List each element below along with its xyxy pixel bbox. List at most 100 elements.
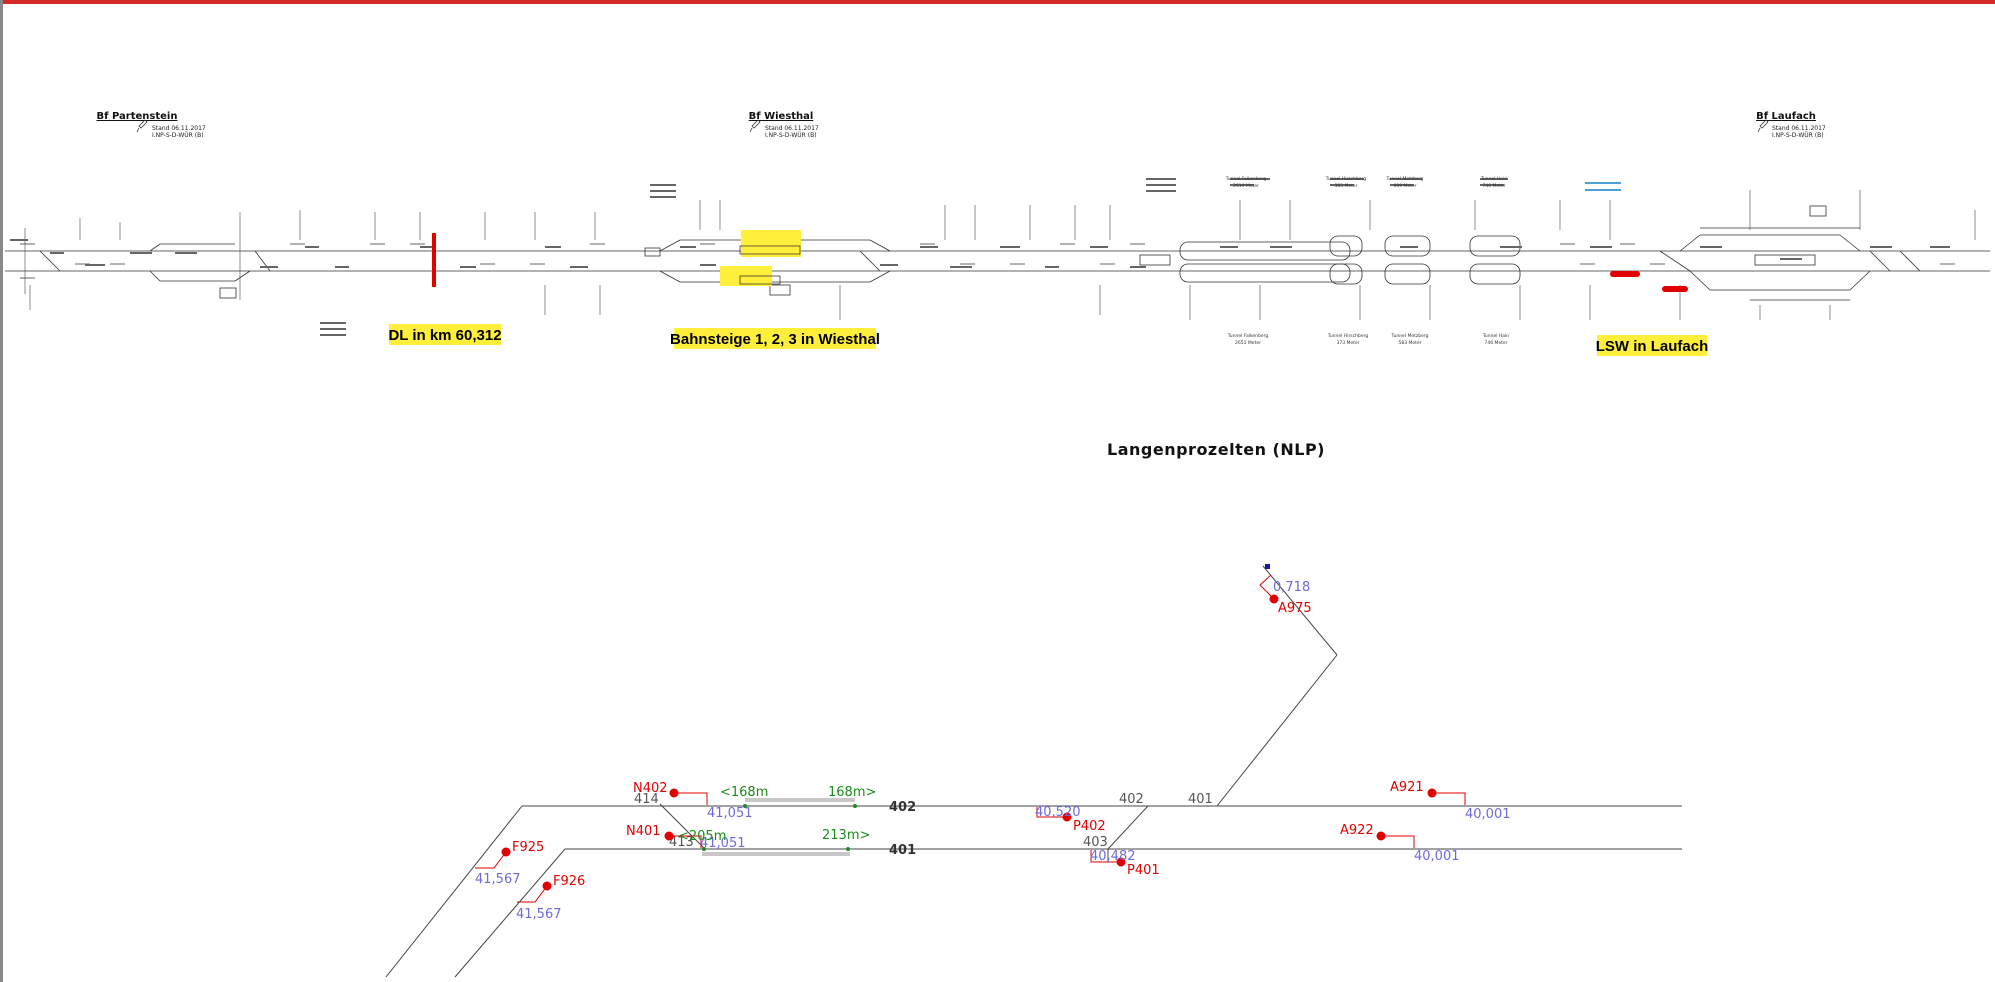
platform-402 [745, 798, 855, 802]
highlight-platforms [720, 230, 801, 286]
tunnel-name: Tunnel Falkenberg [1225, 176, 1267, 182]
station-org: I.NP-S-D-WÜR (B) [1772, 132, 1824, 139]
window-top-border [0, 0, 1995, 4]
track-413: 413 [669, 835, 694, 850]
label-f925: F925 [512, 840, 544, 855]
station-laufach: Bf Laufach Stand 06.11.2017 I.NP-S-D-WÜR… [1756, 111, 1826, 139]
station-title: Bf Laufach [1756, 111, 1816, 122]
station-title: Bf Partenstein [97, 111, 178, 122]
pen-icon [1757, 119, 1769, 133]
pen-icon [749, 119, 761, 133]
lsw-marker-1 [1610, 271, 1640, 277]
track-label-401: 401 [889, 843, 916, 858]
label-a922: A922 [1340, 823, 1374, 838]
tunnel-name: Tunnel Hain [1480, 176, 1507, 182]
length-mark [846, 847, 850, 851]
km-f925: 41,567 [475, 872, 521, 887]
signal-n402 [669, 788, 708, 805]
tunnel-length: 2619 Meter [1233, 183, 1259, 189]
station-wiesthal: Bf Wiesthal Stand 06.11.2017 I.NP-S-D-WÜ… [749, 111, 819, 139]
signal-a975 [1259, 574, 1279, 604]
length-401-left: <205m [678, 829, 726, 844]
station-org: I.NP-S-D-WÜR (B) [152, 132, 204, 139]
tunnel-length: 609 Meter [1393, 183, 1416, 189]
platform-highlight-top [741, 230, 801, 257]
pen-icon [136, 119, 148, 133]
track-401b: 401 [1188, 792, 1213, 807]
label-p401: P401 [1127, 863, 1160, 878]
tunnel-name: Tunnel Metzberg [1390, 333, 1428, 339]
km-a921: 40,001 [1465, 807, 1511, 822]
length-mark [702, 847, 706, 851]
km-f926: 41,567 [516, 907, 562, 922]
km-p401: 40,482 [1090, 849, 1136, 864]
small-signal-marks [20, 243, 1955, 279]
km-a975: 0,718 [1273, 580, 1310, 595]
signal-p401 [1090, 850, 1126, 867]
blue-annotation [1585, 182, 1621, 184]
label-p402: P402 [1073, 819, 1106, 834]
length-401-right: 213m> [822, 828, 870, 843]
signal-a921 [1427, 788, 1466, 805]
length-402-left: <168m [720, 785, 768, 800]
station-partenstein: Bf Partenstein Stand 06.11.2017 I.NP-S-D… [97, 111, 206, 139]
km-n401: 41,051 [700, 836, 746, 851]
station-stand: Stand 06.11.2017 [1772, 125, 1826, 132]
tunnel-name: Tunnel Hirschberg [1327, 333, 1369, 339]
station-stand: Stand 06.11.2017 [765, 125, 819, 132]
length-mark [853, 804, 857, 808]
label-n401: N401 [626, 824, 661, 839]
highlight-label-platforms: Bahnsteige 1, 2, 3 in Wiesthal [670, 328, 880, 349]
station-org: I.NP-S-D-WÜR (B) [765, 132, 817, 139]
tunnel-length: 2651 Meter [1235, 340, 1261, 346]
length-mark [743, 804, 747, 808]
tunnel-length: 383 Meter [1334, 183, 1357, 189]
km-ticks [24, 190, 1976, 320]
station-stand: Stand 06.11.2017 [152, 125, 206, 132]
km-a922: 40,001 [1414, 849, 1460, 864]
tunnel-name: Tunnel Hirschberg [1325, 176, 1367, 182]
signal-p402 [1036, 807, 1072, 822]
label-a975: A975 [1278, 601, 1312, 616]
platforms-label: Bahnsteige 1, 2, 3 in Wiesthal [670, 331, 880, 348]
tunnel-length: 740 Meter [1482, 183, 1505, 189]
tunnel-name: Tunnel Hain [1482, 333, 1509, 339]
lsw-marker-2 [1662, 286, 1688, 292]
track-402b: 402 [1119, 792, 1144, 807]
dl-label: DL in km 60,312 [388, 327, 501, 344]
signal-a922 [1376, 831, 1415, 848]
label-f926: F926 [553, 874, 585, 889]
tunnel-length: 746 Meter [1484, 340, 1507, 346]
length-402-right: 168m> [828, 785, 876, 800]
tunnel-length: 373 Meter [1336, 340, 1359, 346]
nlp-title: Langenprozelten (NLP) [1107, 440, 1325, 459]
km-p402: 40,520 [1035, 805, 1081, 820]
tunnel-labels: Tunnel Falkenberg 2619 Meter Tunnel Falk… [1225, 176, 1510, 346]
window-left-border [0, 0, 3, 982]
nlp-tracks [385, 565, 1682, 978]
endpoint-marker [1265, 564, 1270, 569]
track-label-402: 402 [889, 800, 916, 815]
highlight-label-lsw: LSW in Laufach [1596, 335, 1709, 356]
signals [475, 574, 1466, 903]
lsw-label: LSW in Laufach [1596, 338, 1709, 355]
signal-f926 [517, 881, 552, 903]
tunnel-name: Tunnel Metzberg [1385, 176, 1423, 182]
tunnel-length: 583 Meter [1398, 340, 1421, 346]
label-a921: A921 [1390, 780, 1424, 795]
track-403: 403 [1083, 835, 1108, 850]
signal-f925 [475, 847, 511, 869]
tunnel-name: Tunnel Falkenberg [1227, 333, 1269, 339]
tiny-labels [10, 178, 1950, 336]
track-414: 414 [634, 792, 659, 807]
platform-401 [702, 852, 850, 856]
label-n402: N402 [633, 781, 668, 796]
upper-schematic [5, 178, 1990, 336]
blue-annotation-2 [1585, 189, 1621, 191]
highlight-label-dl: DL in km 60,312 [388, 324, 502, 345]
station-title: Bf Wiesthal [749, 111, 814, 122]
dl-marker [432, 233, 436, 287]
km-n402: 41,051 [707, 806, 753, 821]
signal-n401 [664, 831, 702, 848]
